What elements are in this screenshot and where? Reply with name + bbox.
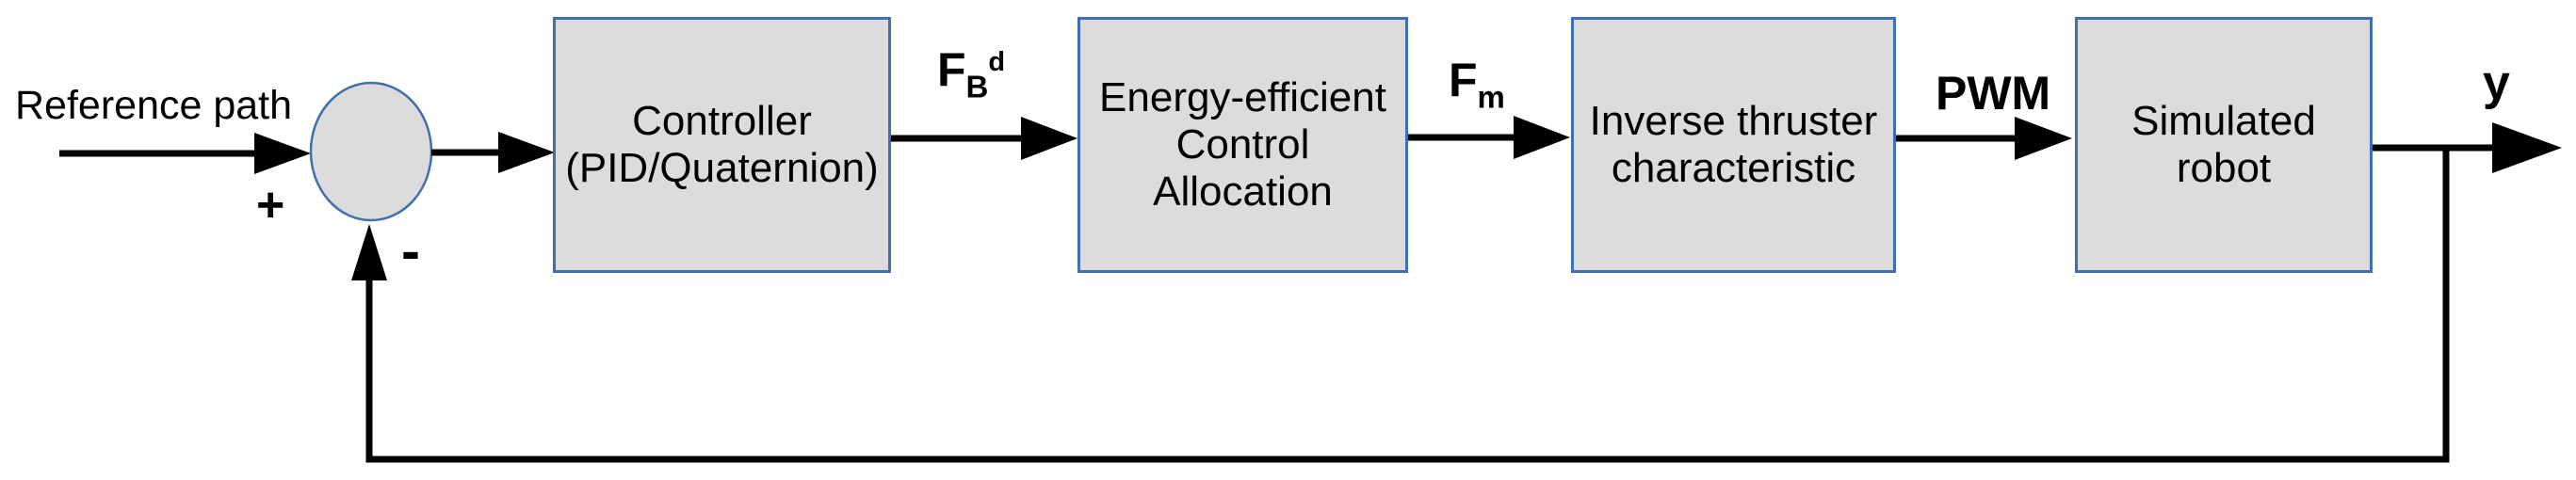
allocation-to-thruster-arrowhead-icon bbox=[1514, 116, 1570, 159]
block-simulated-robot: Simulated robot bbox=[2075, 17, 2373, 273]
block-label-line: Allocation bbox=[1153, 168, 1333, 216]
controller-to-allocation-arrowhead-icon bbox=[1021, 117, 1077, 160]
block-label-line: robot bbox=[2176, 145, 2272, 191]
sum-to-controller-arrowhead-icon bbox=[498, 132, 555, 173]
signal-label-fbd: FBd bbox=[937, 42, 1005, 105]
signal-label-y: y bbox=[2483, 56, 2510, 110]
summing-junction-circle bbox=[309, 81, 433, 222]
fm-subscript: m bbox=[1477, 79, 1505, 115]
signal-label-pwm: PWM bbox=[1936, 67, 2051, 120]
output-arrowhead-icon bbox=[2492, 122, 2562, 173]
block-control-allocation: Energy-efficient Control Allocation bbox=[1077, 17, 1408, 273]
block-label-line: (PID/Quaternion) bbox=[565, 145, 879, 191]
sum-minus-sign: - bbox=[401, 219, 420, 282]
feedback-arrowhead-icon bbox=[351, 224, 387, 280]
block-label-line: Control bbox=[1175, 120, 1310, 168]
sum-plus-sign: + bbox=[256, 178, 285, 232]
fm-base: F bbox=[1449, 54, 1478, 106]
block-controller: Controller (PID/Quaternion) bbox=[553, 17, 891, 273]
fbd-superscript: d bbox=[988, 47, 1006, 78]
fbd-base: F bbox=[937, 43, 966, 96]
block-label-line: Controller bbox=[632, 97, 812, 144]
block-label-line: Simulated bbox=[2131, 97, 2316, 144]
signal-label-fm: Fm bbox=[1449, 53, 1505, 116]
reference-input-arrowhead-icon bbox=[254, 133, 311, 174]
feedback-line bbox=[365, 148, 2450, 463]
block-label-line: Energy-efficient bbox=[1099, 73, 1386, 120]
reference-path-label: Reference path bbox=[15, 83, 293, 128]
thruster-to-robot-arrowhead-icon bbox=[2015, 117, 2072, 160]
fbd-subscript: B bbox=[965, 69, 989, 104]
block-label-line: characteristic bbox=[1611, 145, 1856, 191]
block-label-line: Inverse thruster bbox=[1589, 97, 1878, 144]
block-inverse-thruster: Inverse thruster characteristic bbox=[1571, 17, 1896, 273]
